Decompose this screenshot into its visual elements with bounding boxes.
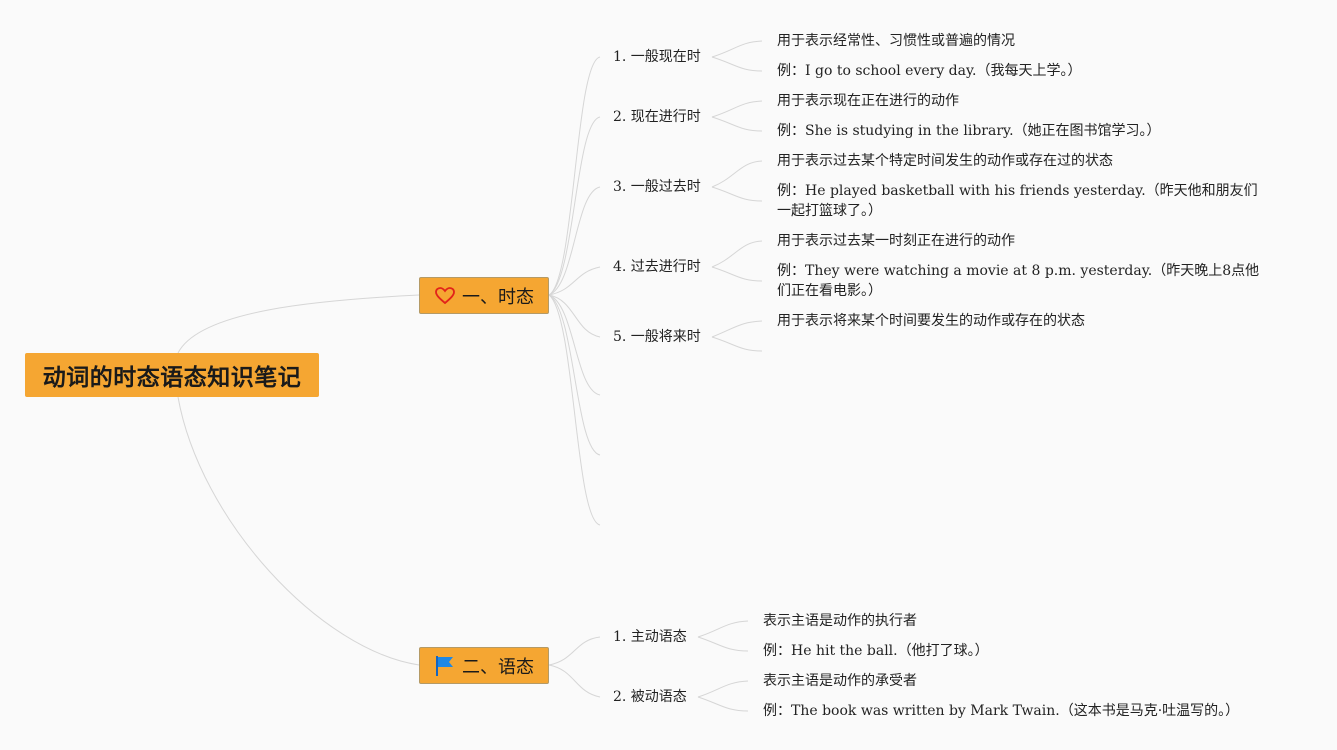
leaf-example[interactable]: 例：He played basketball with his friends … (777, 183, 1258, 219)
heart-icon (434, 285, 456, 307)
leaf-usage[interactable]: 用于表示现在正在进行的动作 (777, 93, 959, 109)
leaf-example[interactable]: 例：They were watching a movie at 8 p.m. y… (777, 263, 1260, 299)
subtopic-simple-past[interactable]: 3. 一般过去时 (613, 179, 701, 195)
leaf-example[interactable]: 例：He hit the ball.（他打了球。） (763, 643, 989, 659)
leaf-usage[interactable]: 表示主语是动作的承受者 (763, 673, 917, 689)
leaf-example[interactable]: 例：I go to school every day.（我每天上学。） (777, 63, 1082, 79)
leaf-example[interactable]: 例：The book was written by Mark Twain.（这本… (763, 703, 1240, 719)
subtopic-active-voice[interactable]: 1. 主动语态 (613, 629, 687, 645)
flag-icon (434, 655, 456, 677)
branch-node-voice[interactable]: 二、语态 (419, 647, 549, 684)
subtopic-simple-present[interactable]: 1. 一般现在时 (613, 49, 701, 65)
subtopic-simple-future[interactable]: 5. 一般将来时 (613, 329, 701, 345)
root-title: 动词的时态语态知识笔记 (42, 365, 302, 391)
branch-node-tense[interactable]: 一、时态 (419, 277, 549, 314)
leaf-example[interactable]: 例：She is studying in the library.（她正在图书馆… (777, 123, 1161, 139)
leaf-usage[interactable]: 表示主语是动作的执行者 (763, 613, 917, 629)
leaf-usage[interactable]: 用于表示过去某一时刻正在进行的动作 (777, 233, 1015, 249)
subtopic-past-continuous[interactable]: 4. 过去进行时 (613, 259, 701, 275)
subtopic-present-continuous[interactable]: 2. 现在进行时 (613, 109, 701, 125)
leaf-usage[interactable]: 用于表示过去某个特定时间发生的动作或存在过的状态 (777, 153, 1113, 169)
leaf-usage[interactable]: 用于表示经常性、习惯性或普遍的情况 (777, 33, 1015, 49)
leaf-usage[interactable]: 用于表示将来某个时间要发生的动作或存在的状态 (777, 313, 1085, 329)
subtopic-passive-voice[interactable]: 2. 被动语态 (613, 689, 687, 705)
root-node[interactable]: 动词的时态语态知识笔记 (25, 353, 319, 397)
branch-label: 一、时态 (462, 286, 534, 308)
branch-label: 二、语态 (462, 656, 534, 678)
